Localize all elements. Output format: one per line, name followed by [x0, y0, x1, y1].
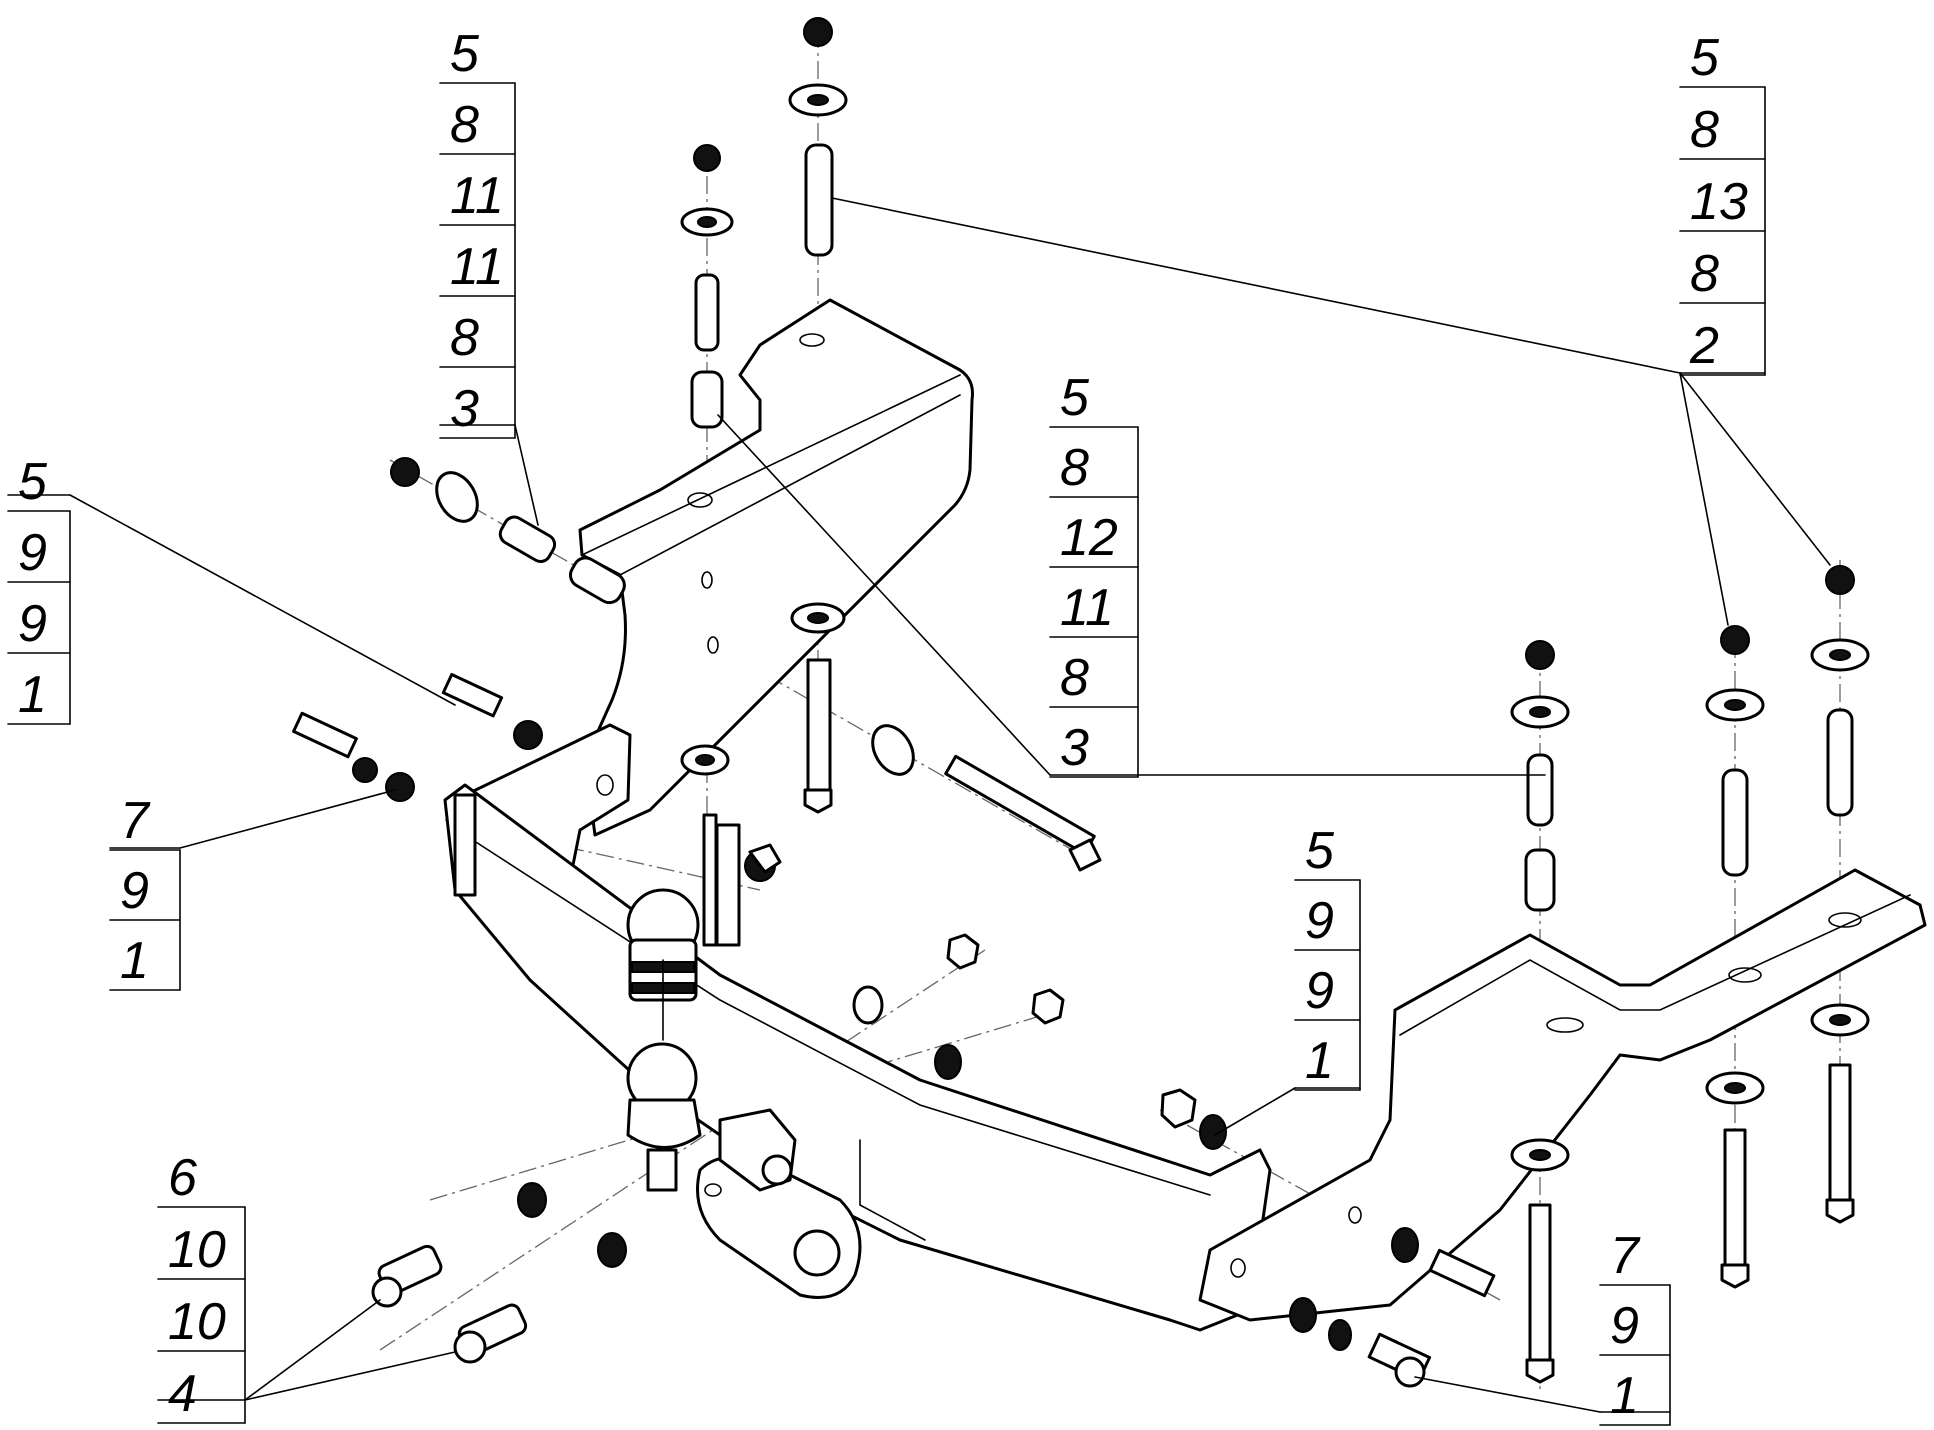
callout-bottom-right: 7 9 1: [1599, 1227, 1671, 1426]
callout-number: 8: [450, 96, 479, 154]
callout-left: 5 9 9 1: [7, 453, 71, 725]
callout-number: 5: [18, 453, 48, 511]
callout-number: 13: [1690, 173, 1748, 231]
callout-number: 5: [1305, 822, 1335, 880]
fasteners: [292, 17, 1870, 1388]
callout-number: 8: [450, 309, 479, 367]
callout-number: 9: [1305, 892, 1334, 950]
callout-number: 1: [120, 932, 149, 990]
tow-ball-parts: [626, 888, 702, 1192]
left-side-bracket: [578, 298, 974, 837]
callout-number: 5: [1690, 29, 1720, 87]
callout-number: 11: [1060, 579, 1114, 637]
callout-number: 8: [1060, 439, 1089, 497]
callout-bottom-left: 6 10 10 4: [157, 1149, 246, 1424]
callout-number: 9: [120, 862, 149, 920]
callout-labels: 5 8 11 11 8 3 5 8 13 8 2 5 9 9 1 5 8 12 11 8 3 7 9 1 5 9 9 1 6 10 10 4 7…: [7, 25, 1766, 1426]
callout-number: 6: [168, 1149, 197, 1207]
callout-number: 8: [1060, 649, 1089, 707]
callout-mid-right: 5 9 9 1: [1294, 822, 1361, 1091]
callout-number: 5: [450, 25, 480, 83]
main-frame: [443, 298, 1927, 1332]
callout-number: 3: [450, 380, 479, 438]
callout-number: 9: [18, 524, 47, 582]
callout-number: 7: [120, 792, 151, 850]
callout-number: 7: [1610, 1227, 1641, 1285]
callout-center: 5 8 12 11 8 3: [1049, 369, 1139, 778]
callout-number: 2: [1689, 317, 1719, 375]
callout-number: 8: [1690, 101, 1719, 159]
callout-number: 11: [450, 238, 504, 296]
callout-number: 5: [1060, 369, 1090, 427]
callout-number: 11: [450, 167, 504, 225]
callout-number: 9: [1305, 962, 1334, 1020]
callout-number: 1: [1610, 1367, 1639, 1425]
callout-number: 4: [168, 1365, 197, 1423]
callout-number: 1: [18, 666, 47, 724]
callout-mid-left: 7 9 1: [109, 792, 181, 991]
callout-number: 3: [1060, 719, 1089, 777]
callout-number: 10: [168, 1293, 226, 1351]
leader-lines: [7, 197, 1831, 1413]
callout-number: 8: [1690, 245, 1719, 303]
callout-top-left: 5 8 11 11 8 3: [439, 25, 516, 439]
callout-number: 9: [1610, 1297, 1639, 1355]
callout-number: 12: [1060, 509, 1118, 567]
callout-number: 9: [18, 595, 47, 653]
callout-top-right: 5 8 13 8 2: [1679, 29, 1766, 376]
cross-tube: [443, 783, 1272, 1332]
callout-number: 1: [1305, 1032, 1334, 1090]
callout-number: 10: [168, 1221, 226, 1279]
